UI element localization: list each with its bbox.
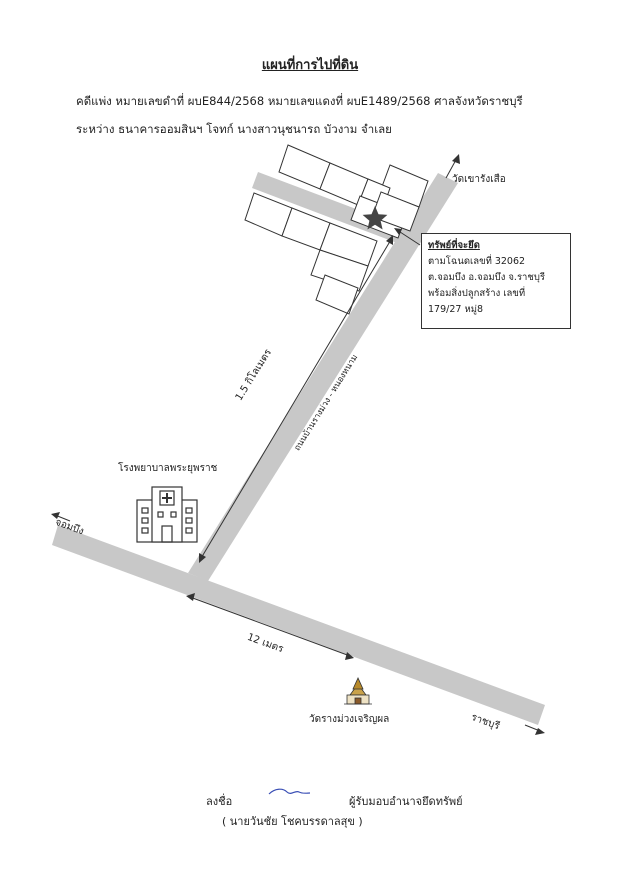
arrow-icon	[452, 154, 460, 164]
signer-name: ( นายวันชัย โชคบรรดาลสุข )	[222, 815, 363, 828]
signature-mark	[268, 788, 311, 795]
arrow-icon	[199, 553, 206, 563]
distance-arrow-line	[199, 237, 393, 561]
hospital-label: โรงพยาบาลพระยุพราช	[118, 463, 218, 474]
property-heading: ทรัพย์ที่จะยึด	[428, 240, 480, 251]
page-title: แผนที่การไปที่ดิน	[261, 58, 359, 73]
property-info-box: ทรัพย์ที่จะยึด ตามโฉนดเลขที่ 32062 ต.จอม…	[421, 233, 571, 329]
land-lots	[244, 144, 429, 315]
temple-top-label: วัดเขารังเสือ	[452, 174, 506, 185]
width-arrow-line	[189, 596, 351, 657]
sign-label: ลงชื่อ	[206, 795, 233, 808]
arrow-icon	[186, 593, 195, 601]
case-line: คดีแพ่ง หมายเลขดำที่ ผบE844/2568 หมายเลข…	[76, 94, 523, 108]
hospital-icon	[136, 486, 198, 543]
property-buildings: พร้อมสิ่งปลูกสร้าง เลขที่	[428, 288, 526, 299]
property-house-no: 179/27 หมู่8	[428, 304, 484, 315]
arrow-icon	[345, 652, 354, 660]
star-icon	[362, 206, 388, 230]
arrow-icon	[394, 228, 402, 235]
pointer-arrow	[396, 229, 421, 246]
role-label: ผู้รับมอบอำนาจยึดทรัพย์	[349, 795, 463, 808]
arrow-icon	[386, 235, 393, 245]
lot	[315, 274, 359, 315]
deed-number: ตามโฉนดเลขที่ 32062	[428, 256, 526, 267]
arrow-icon	[51, 512, 60, 519]
temple-bottom-label: วัดรางม่วงเจริญผล	[309, 714, 390, 725]
lot	[310, 249, 369, 292]
temple-icon	[344, 677, 372, 705]
parties-line: ระหว่าง ธนาคารออมสินฯ โจทก์ นางสาวนุชนาร…	[76, 122, 392, 136]
property-location: ต.จอมบึง อ.จอมบึง จ.ราชบุรี	[428, 272, 545, 283]
arrow-icon	[535, 728, 545, 735]
branch-road	[188, 173, 458, 581]
main-road	[52, 525, 545, 725]
